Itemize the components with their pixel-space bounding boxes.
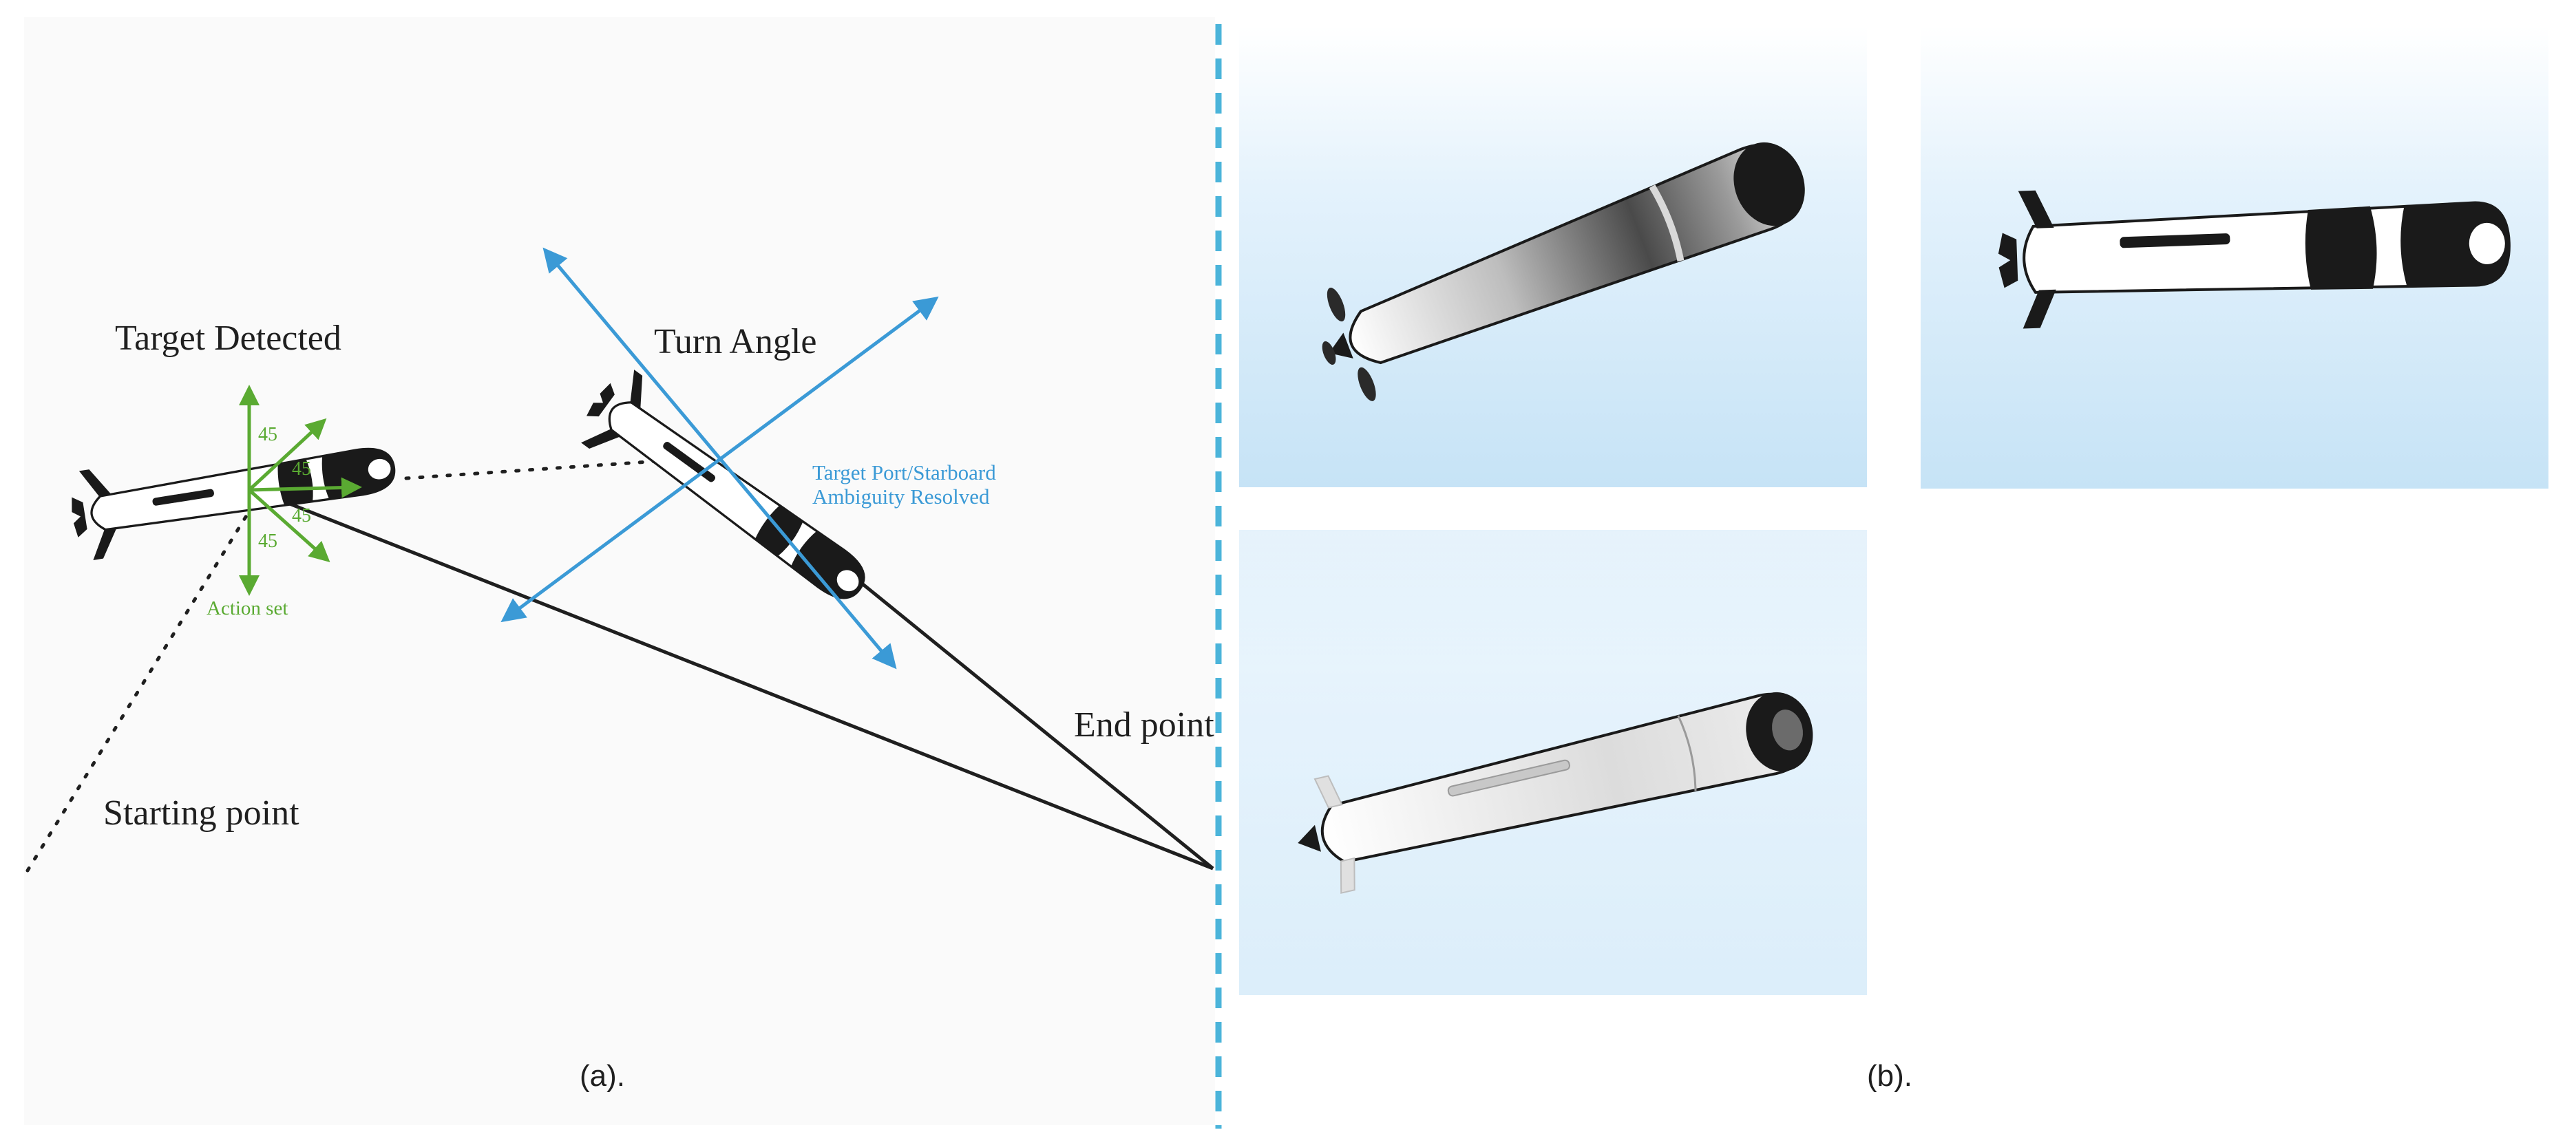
starting-point-label: Starting point <box>103 793 299 833</box>
turn-angle-label: Turn Angle <box>654 322 816 361</box>
path-line-from-turn <box>852 575 1214 870</box>
action-angle-1: 45 <box>258 424 277 445</box>
auv-icon-side <box>1998 190 2511 329</box>
auv-view-top-right <box>1921 26 2548 489</box>
turn-angle-arrows <box>500 247 939 670</box>
action-angle-3: 45 <box>292 505 311 526</box>
panel-b: (b). <box>1229 17 2561 1125</box>
ambiguity-label-line1: Target Port/Starboard <box>812 460 996 484</box>
target-detected-label: Target Detected <box>115 319 341 358</box>
auv-icon-shaded <box>1322 142 1805 401</box>
action-set-label: Action set <box>207 597 288 619</box>
auv-icon-light <box>1298 692 1813 894</box>
auv-view-bottom-left <box>1239 530 1867 995</box>
action-set-arrows <box>239 385 362 596</box>
end-point-label: End point <box>1074 705 1214 745</box>
ambiguity-label-line2: Ambiguity Resolved <box>812 484 990 509</box>
starting-path <box>25 500 257 873</box>
path-line-to-end <box>254 488 1214 871</box>
panel-a: 45 45 45 45 Action set Target Detected T… <box>24 17 1215 1125</box>
panel-a-caption: (a). <box>580 1059 625 1093</box>
auv-view-top-left <box>1239 26 1867 487</box>
panel-b-caption: (b). <box>1867 1059 1912 1093</box>
action-angle-4: 45 <box>258 531 277 552</box>
action-angle-2: 45 <box>292 458 311 480</box>
